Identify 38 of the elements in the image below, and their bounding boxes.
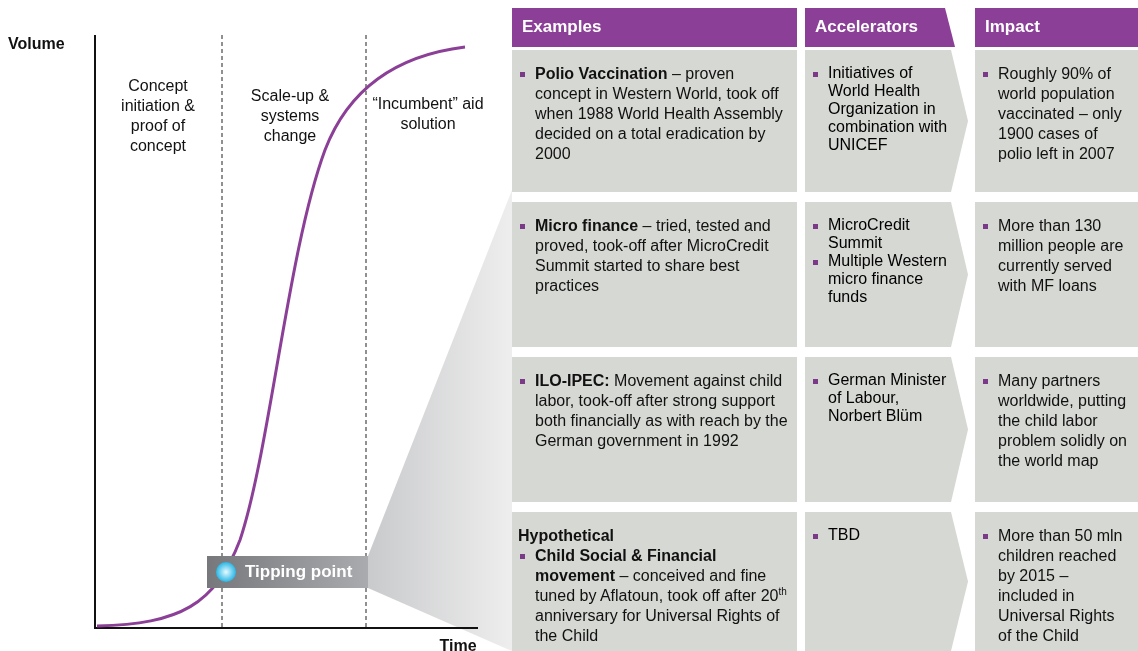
bullet-text: More than 50 mln children reached by 2015 – included in Universal Rights of the Child xyxy=(998,526,1124,646)
header-text: Impact xyxy=(985,17,1040,36)
chevron-cell xyxy=(805,357,970,502)
phase-label: Concept initiation & proof of concept xyxy=(120,76,196,156)
bullet-text: Multiple Western micro finance funds xyxy=(828,252,948,306)
bullet-text: MicroCredit Summit xyxy=(828,216,911,252)
table-cell xyxy=(512,357,797,502)
bullet-text: Child Social & Financial movement – conceived and fine tuned by Aflatoun, took off after 20$^{th}$ anniversary for Universal Rights of the Child xyxy=(535,546,788,646)
table-cell xyxy=(512,202,797,347)
bullet-text: TBD xyxy=(828,526,860,544)
bullet-text: Roughly 90% of world population vaccinated – only 1900 cases of polio left in 2007 xyxy=(998,64,1123,164)
bullet-text: Initiatives of World Health Organization in combination with UNICEF xyxy=(828,64,949,154)
table-cell xyxy=(975,357,1138,502)
table-cell xyxy=(512,50,797,192)
phase-label: “Incumbent” aid solution xyxy=(372,94,484,134)
row-heading: Hypothetical xyxy=(518,526,615,546)
callout-text: Tipping point xyxy=(245,562,353,582)
header-text: Accelerators xyxy=(815,17,918,36)
table-cell xyxy=(975,512,1138,651)
bullet-text: Micro finance – tried, tested and proved, took-off after MicroCredit Summit started to share best practices xyxy=(535,216,772,296)
header-text: Examples xyxy=(522,17,602,36)
tipping-point-label xyxy=(207,556,368,588)
axis-label: Time xyxy=(438,636,478,651)
axis-label: Volume xyxy=(8,34,66,54)
column-header xyxy=(975,8,1138,47)
phase-label: Scale-up & systems change xyxy=(249,86,331,146)
bullet-text: ILO-IPEC: Movement against child labor, took-off after strong support both financially as with reach by the German government in 1992 xyxy=(535,371,789,451)
table-cell xyxy=(975,50,1138,192)
column-header xyxy=(512,8,797,47)
bullet-text: More than 130 million people are currently served with MF loans xyxy=(998,216,1125,296)
bullet-text: German Minister of Labour, Norbert Blüm xyxy=(828,371,948,425)
chevron-cell xyxy=(805,202,970,347)
table-cell xyxy=(975,202,1138,347)
chevron-cell xyxy=(805,512,970,651)
bullet-text: Polio Vaccination – proven concept in Western World, took off when 1988 World Health Assembly decided on a total eradication by 2000 xyxy=(535,64,784,164)
table-cell xyxy=(512,512,797,651)
chevron-cell xyxy=(805,50,970,192)
bullet-text: Many partners worldwide, putting the child labor problem solidly on the world map xyxy=(998,371,1128,471)
